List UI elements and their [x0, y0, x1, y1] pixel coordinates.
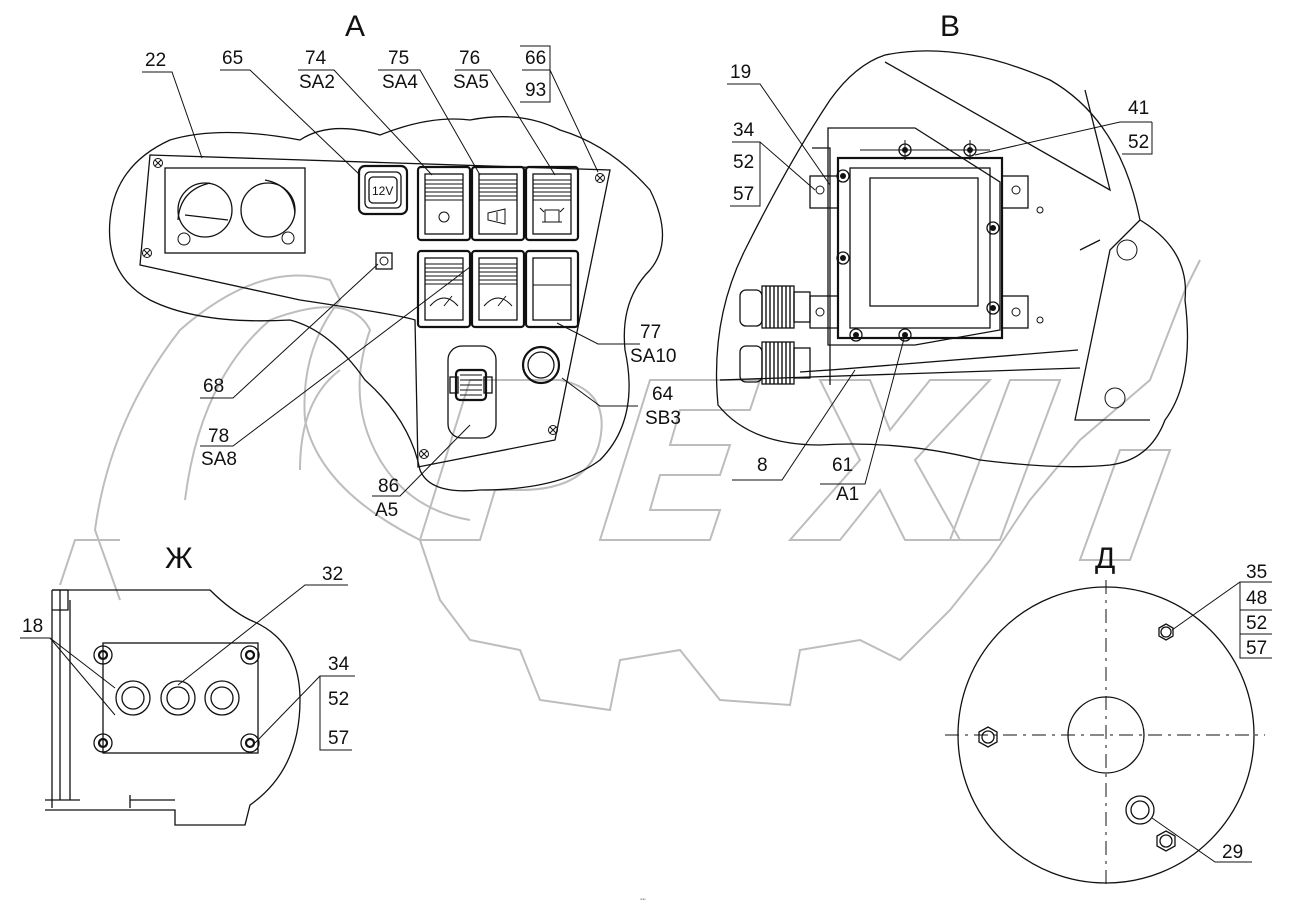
label-35: 35	[1246, 562, 1267, 583]
view-a-leaders	[142, 45, 640, 497]
rocker-switch	[524, 249, 580, 329]
connector	[739, 341, 811, 385]
panel-screw	[419, 449, 429, 459]
view-b-leaders	[727, 83, 1153, 485]
label-78: 78	[208, 426, 229, 447]
bolt	[93, 733, 113, 753]
label-sa8: SA8	[201, 449, 237, 470]
view-a-panel: 12V	[108, 116, 664, 492]
label-57-b: 57	[733, 184, 754, 205]
view-b-unit	[715, 50, 1189, 468]
label-52-d: 52	[1246, 613, 1267, 634]
label-a1: A1	[836, 484, 859, 505]
label-sa2: SA2	[299, 72, 335, 93]
rocker-switch	[416, 165, 472, 242]
bolt	[986, 221, 1000, 235]
nut	[1158, 623, 1174, 641]
bolt	[836, 169, 850, 183]
view-d-leaders	[1151, 581, 1272, 863]
label-a5: A5	[375, 500, 398, 521]
label-77: 77	[640, 322, 661, 343]
watermark-text: OPEX	[640, 899, 646, 901]
view-b-title: В	[940, 10, 960, 43]
label-93: 93	[525, 80, 546, 101]
bolt	[986, 301, 1000, 315]
label-66: 66	[525, 48, 546, 69]
rocker-switch	[470, 165, 526, 242]
watermark-outline	[59, 259, 1201, 712]
bolt	[240, 645, 260, 665]
bolt	[849, 328, 863, 342]
label-sb3: SB3	[645, 408, 681, 429]
bolt	[240, 733, 260, 753]
label-57-zh: 57	[328, 728, 349, 749]
label-8: 8	[757, 455, 768, 476]
label-52-zh: 52	[328, 689, 349, 710]
label-52-b2: 52	[1128, 132, 1149, 153]
label-57-d: 57	[1246, 638, 1267, 659]
label-64: 64	[652, 384, 674, 405]
bolt	[836, 251, 850, 265]
label-61: 61	[832, 455, 853, 476]
rocker-switch	[524, 165, 580, 242]
label-19: 19	[730, 62, 751, 83]
view-zh-block	[45, 589, 301, 826]
label-sa4: SA4	[382, 72, 418, 93]
label-76: 76	[459, 48, 480, 69]
view-d-flange	[945, 580, 1265, 890]
label-48: 48	[1246, 588, 1267, 609]
panel-screw	[153, 158, 163, 168]
label-68: 68	[203, 376, 224, 397]
panel-screw	[595, 173, 605, 183]
nut	[978, 726, 998, 748]
bolt	[93, 645, 113, 665]
nut	[1156, 830, 1176, 852]
label-32: 32	[322, 564, 343, 585]
label-41: 41	[1128, 98, 1149, 119]
label-75: 75	[388, 48, 409, 69]
panel-screw	[548, 425, 558, 435]
label-29: 29	[1222, 842, 1243, 863]
label-34-b: 34	[733, 120, 755, 141]
label-sa10: SA10	[630, 346, 676, 367]
label-65: 65	[222, 48, 243, 69]
switch-12v-label: 12V	[372, 184, 393, 198]
view-a-title: А	[345, 10, 365, 43]
label-18: 18	[22, 616, 43, 637]
rocker-switch	[470, 249, 526, 329]
label-74: 74	[305, 48, 327, 69]
label-sa5: SA5	[453, 72, 489, 93]
rocker-switch	[416, 249, 472, 329]
label-34-zh: 34	[328, 654, 350, 675]
label-86: 86	[378, 476, 399, 497]
label-22: 22	[145, 50, 166, 71]
view-zh-leaders	[20, 584, 355, 751]
label-52-b: 52	[733, 152, 754, 173]
view-zh-title: Ж	[165, 542, 193, 575]
view-d-title: Д	[1095, 542, 1115, 575]
connector	[739, 285, 811, 329]
panel-screw	[142, 248, 152, 258]
